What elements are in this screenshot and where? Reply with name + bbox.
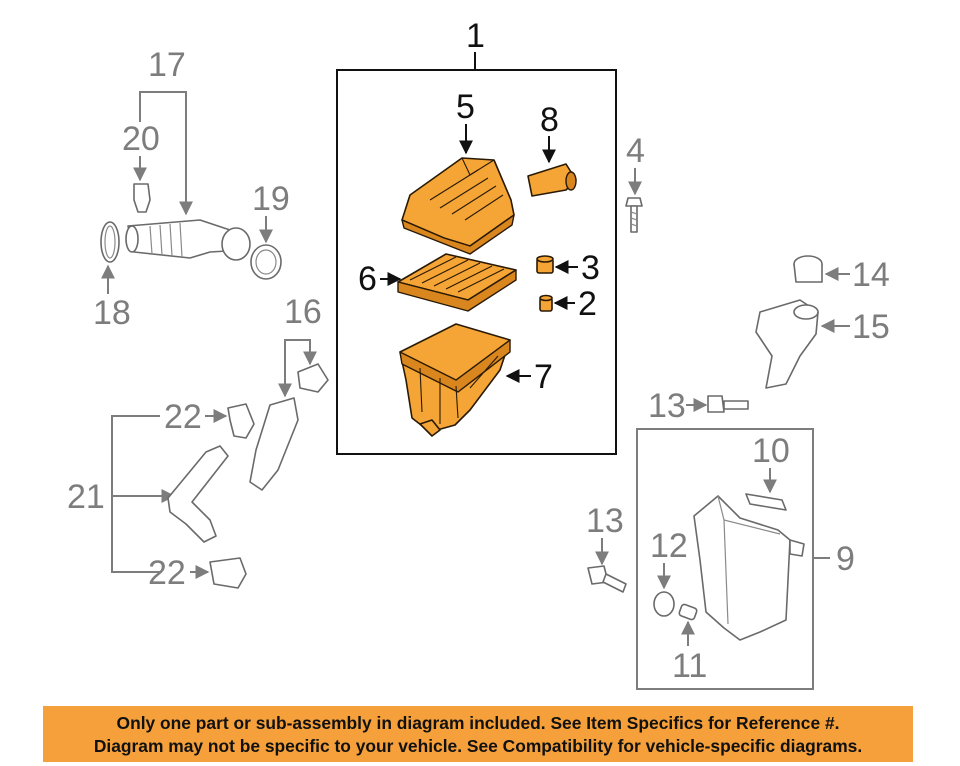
assembly-frame [336,69,617,455]
callout-20: 20 [122,120,160,158]
bolt-13b[interactable] [587,565,627,593]
clamp-22a[interactable] [227,403,255,439]
insulator-11[interactable] [678,603,698,621]
clamp-14[interactable] [793,255,823,283]
hose-16[interactable] [249,363,329,491]
callout-22b: 22 [148,554,186,592]
callout-16: 16 [284,293,322,331]
callout-9: 9 [836,540,855,578]
callout-5: 5 [456,88,475,126]
leader-17 [139,91,193,216]
air-filter-element[interactable] [397,253,517,312]
callout-7: 7 [534,358,553,396]
footer-line-1: Only one part or sub-assembly in diagram… [116,713,840,733]
footer-banner: Only one part or sub-assembly in diagram… [43,706,913,762]
bolt-13a[interactable] [707,395,749,413]
callout-11: 11 [672,647,707,685]
duct-15[interactable] [755,299,819,389]
callout-2: 2 [578,285,597,323]
callout-10: 10 [752,432,790,470]
air-duct-piece[interactable] [527,163,577,197]
callout-13b: 13 [586,502,624,540]
callout-1: 1 [466,17,485,55]
callout-14: 14 [852,256,890,294]
callout-3: 3 [581,249,600,287]
parts-diagram: 1 5 8 6 3 2 7 [67,17,890,690]
grommet-3[interactable] [536,255,554,274]
bolt-4[interactable] [625,197,643,233]
hose-clamp-19[interactable] [250,244,282,280]
callout-6: 6 [358,260,377,298]
air-cleaner-cover[interactable] [401,157,515,255]
callout-12: 12 [650,527,688,565]
resonator-9[interactable] [693,495,805,641]
leader-16 [284,339,317,392]
callout-8: 8 [540,101,559,139]
callout-18: 18 [93,294,131,332]
air-cleaner-lower-housing[interactable] [399,323,511,437]
insulator-2[interactable] [539,294,553,312]
callout-21: 21 [67,478,105,516]
callout-4: 4 [626,132,645,170]
clamp-22b[interactable] [209,557,247,589]
callout-22a: 22 [164,398,202,436]
grommet-12[interactable] [653,591,675,617]
callout-19: 19 [252,180,290,218]
callout-13a: 13 [648,387,686,425]
intake-hose-17[interactable] [125,219,251,261]
callout-17: 17 [148,46,186,84]
hose-21[interactable] [167,445,229,543]
leader-21 [111,415,160,573]
seal-10[interactable] [745,493,787,511]
footer-line-2: Diagram may not be specific to your vehi… [93,736,863,756]
callout-15: 15 [852,308,890,346]
vacuum-fitting-20[interactable] [133,183,151,213]
hose-clamp-18[interactable] [100,221,120,263]
